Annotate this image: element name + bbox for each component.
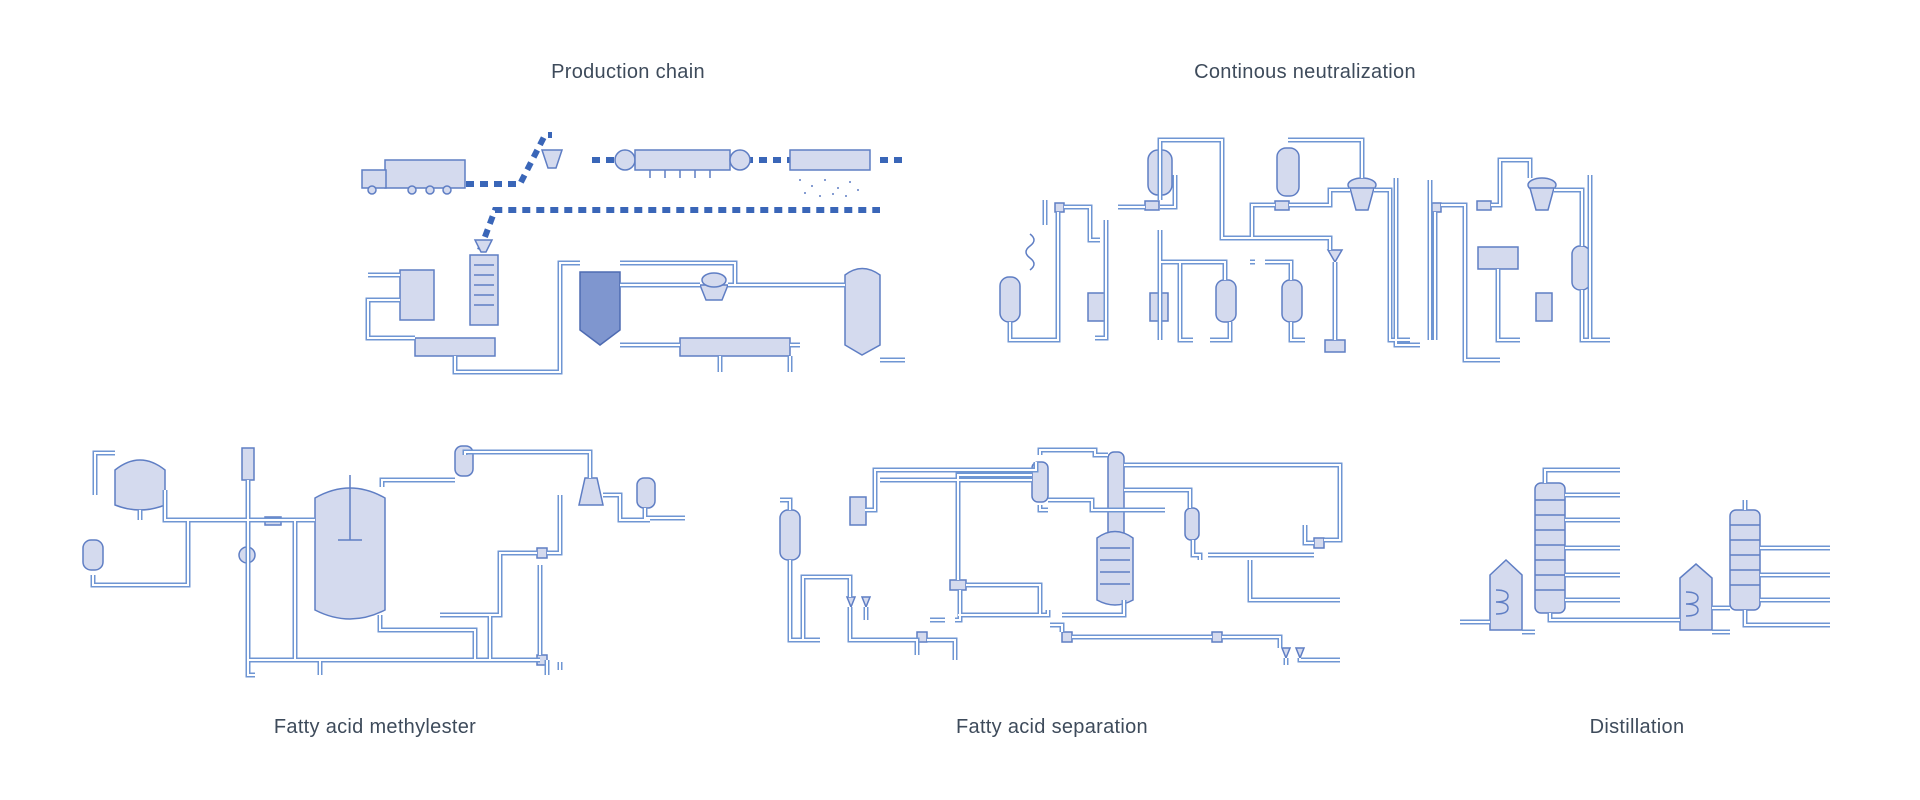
decanter-icon bbox=[679, 337, 791, 357]
extractor-column-icon bbox=[469, 239, 499, 326]
settling-tank-icon bbox=[579, 271, 621, 346]
production-chain-title: Production chain bbox=[551, 61, 705, 83]
fatty-acid-methylester-title: Fatty acid methylester bbox=[273, 716, 477, 738]
fatty-acid-methylester-diagram bbox=[82, 445, 685, 678]
continous-neutralization-diagram bbox=[999, 137, 1610, 363]
hopper-icon bbox=[540, 149, 564, 169]
valve-2-icon bbox=[536, 547, 548, 559]
distillation-diagram bbox=[1460, 467, 1830, 635]
separator-2-icon bbox=[1527, 177, 1557, 211]
column-1-icon bbox=[1534, 482, 1566, 614]
fatty-acid-separation-title: Fatty acid separation bbox=[956, 716, 1148, 738]
truck-icon bbox=[361, 159, 466, 195]
main-reactor-icon bbox=[314, 487, 386, 620]
separator-icon bbox=[698, 272, 730, 301]
tank-3-icon bbox=[1215, 279, 1237, 323]
reactor-icon bbox=[1276, 147, 1300, 197]
receiver-tank-icon bbox=[636, 477, 656, 509]
distillation-title: Distillation bbox=[1589, 716, 1685, 738]
tank-4-icon bbox=[1281, 279, 1303, 323]
condenser-icon bbox=[578, 477, 604, 506]
mixer-1-icon bbox=[1087, 292, 1107, 322]
funnel-icon bbox=[1326, 249, 1344, 264]
fatty-acid-separation-diagram bbox=[779, 447, 1343, 665]
reboiler-2-icon bbox=[1679, 563, 1713, 631]
heat-exchanger-icon bbox=[1477, 246, 1519, 270]
small-tank-icon bbox=[82, 539, 104, 571]
side-tank-icon bbox=[1184, 507, 1200, 541]
feed-vessel-icon bbox=[779, 509, 801, 561]
production-chain-diagram bbox=[361, 132, 905, 375]
drain-box-icon bbox=[1324, 339, 1346, 353]
sight-glass-icon bbox=[241, 447, 255, 481]
tank-1-icon bbox=[999, 276, 1021, 323]
continous-neutralization-title: Continous neutralization bbox=[1194, 61, 1416, 83]
reboiler-1-icon bbox=[1489, 558, 1523, 631]
screw-conveyor-icon bbox=[414, 337, 496, 357]
feed-tank-icon bbox=[114, 459, 166, 511]
dryer-drum-icon bbox=[614, 149, 751, 178]
valve-group-icon bbox=[916, 537, 1325, 643]
reboiler-vessel-icon bbox=[1096, 530, 1134, 606]
mixer-3-icon bbox=[1535, 292, 1553, 322]
filter-box-icon bbox=[849, 496, 867, 526]
cooler-icon bbox=[789, 149, 871, 171]
separator-1-icon bbox=[1347, 177, 1377, 211]
press-icon bbox=[399, 269, 435, 321]
storage-silo-icon bbox=[844, 267, 881, 356]
tank-5-icon bbox=[1571, 245, 1591, 291]
heat-coil-icon bbox=[1025, 233, 1035, 271]
